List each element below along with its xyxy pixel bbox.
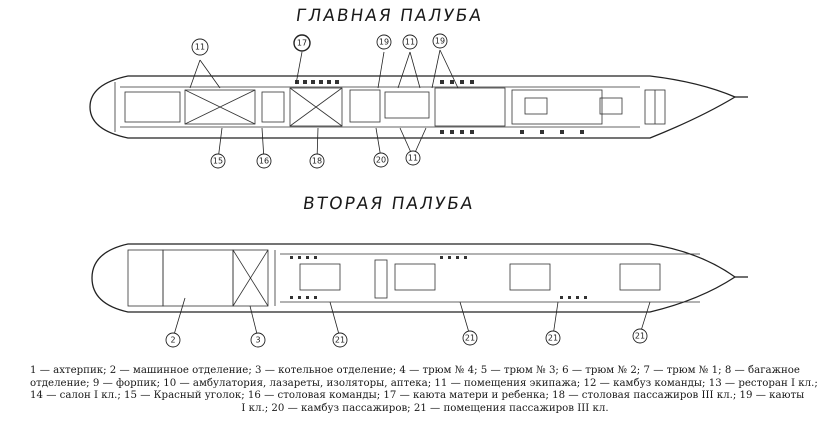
legend-line: I кл.; 20 — камбуз пассажиров; 21 — поме…: [241, 402, 609, 414]
callout-label: 3: [255, 336, 260, 345]
legend-line: 14 — салон I кл.; 15 — Красный уголок; 1…: [30, 390, 805, 402]
callout-label: 11: [405, 38, 415, 47]
callout-label: 11: [195, 43, 205, 52]
main-deck-plan: 11 17 19 11 19 15 16 18 20 11: [89, 33, 748, 169]
hull-outline: [89, 75, 737, 139]
callout-label: 21: [335, 336, 345, 345]
callout-label: 21: [465, 334, 475, 343]
second-deck-plan: 2 3 21 21 21 21: [91, 243, 748, 348]
legend-line: 1 — ахтерпик; 2 — машинное отделение; 3 …: [30, 365, 800, 376]
legend: 1 — ахтерпик; 2 — машинное отделение; 3 …: [30, 365, 820, 415]
callout-label: 15: [213, 157, 223, 166]
callout-label: 17: [297, 39, 307, 48]
callout-label: 21: [548, 334, 558, 343]
hull-outline: [91, 243, 737, 313]
callout-label: 21: [635, 332, 645, 341]
callout-label: 19: [435, 37, 445, 46]
callout-label: 16: [259, 157, 269, 166]
callout-label: 20: [376, 156, 386, 165]
callout-label: 2: [170, 336, 175, 345]
callout-label: 18: [312, 157, 322, 166]
legend-line: отделение; 9 — форпик; 10 — амбулатория,…: [30, 377, 818, 389]
main-deck-title: ГЛАВНАЯ ПАЛУБА: [294, 6, 485, 26]
callout-label: 11: [408, 154, 418, 163]
callout-label: 19: [379, 38, 389, 47]
second-deck-title: ВТОРАЯ ПАЛУБА: [301, 194, 476, 214]
